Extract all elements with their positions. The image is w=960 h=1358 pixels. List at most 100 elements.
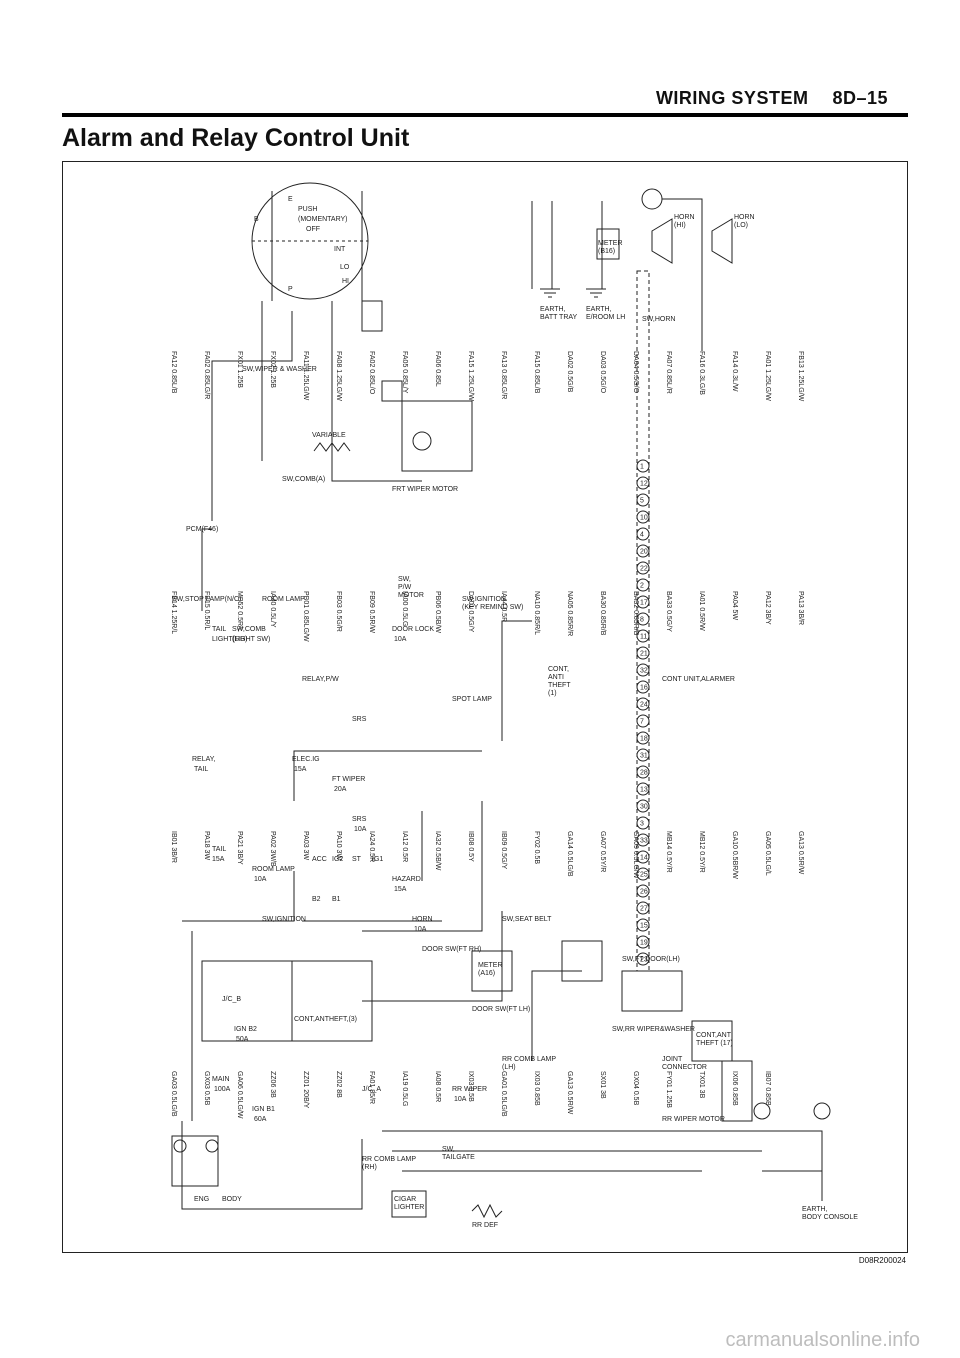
alarm-pin (636, 612, 650, 626)
wire-label: IB08 0.5Y (467, 831, 474, 862)
alarm-pin (636, 680, 650, 694)
label-horn-fuse-amp: 10A (414, 926, 427, 933)
alarm-pin-label: 17 (640, 600, 648, 607)
alarm-pin (636, 867, 650, 881)
label-joint-connector: JOINT (662, 1056, 683, 1063)
alarm-pin (636, 544, 650, 558)
label-meter-a16: METER (478, 962, 503, 969)
alarm-pin-label: 31 (640, 753, 648, 760)
label-srs-fuse: SRS (352, 816, 367, 823)
label-tail-light-2: LIGHT(RH) (212, 636, 247, 643)
label-room-lamp-fuse-amp: 10A (254, 876, 267, 883)
label-door-sw-rh: DOOR SW(FT RH) (422, 946, 481, 953)
wire-label: FB03 0.5G/R (335, 591, 342, 632)
wire-label: PA04 5W (731, 591, 738, 620)
alarm-pin-label: 5 (640, 498, 644, 505)
wire-label: PB01 0.85LG/W (302, 591, 309, 642)
alarm-pin-label: 13 (640, 787, 648, 794)
alarm-pin-label: 23 (640, 957, 648, 964)
figure-reference: D08R200024 (858, 1256, 906, 1265)
wire-label: NA10 0.85R/L (533, 591, 540, 635)
wire-label: FA15 0.85L/B (533, 351, 540, 394)
label-hazard-amp: 15A (394, 886, 407, 893)
alarm-pin-label: 19 (640, 940, 648, 947)
alarm-pin (636, 901, 650, 915)
header-rule (62, 113, 908, 117)
label-jc-a: J/C_A (362, 1086, 381, 1093)
alarm-pin-label: 27 (640, 906, 648, 913)
label-cont-anti-theft-17: CONT,ANTI (696, 1032, 733, 1039)
alarm-pin-label: 8 (640, 617, 644, 624)
label-ign-ig1: IG1 (372, 856, 383, 863)
label-sw-ft-door-lh: SW,FT DOOR(LH) (622, 956, 680, 963)
label-door-lock-fuse-amp: 10A (394, 636, 407, 643)
wire-label: FA06 0.85L (434, 351, 441, 387)
label-earth-body: EARTH, (802, 1206, 828, 1213)
label-earth-body-2: BODY CONSOLE (802, 1214, 858, 1221)
label-rr-comb-lamp-rh: RR COMB LAMP (362, 1156, 416, 1163)
wire-label: FB14 1.25R/L (170, 591, 177, 634)
label-ign-acc: ACC (312, 856, 327, 863)
label-srs: SRS (352, 716, 367, 723)
wire-label: PA12 3B/Y (764, 591, 771, 625)
label-rr-def: RR DEF (472, 1222, 498, 1229)
wire-label: IA12 0.5R (401, 831, 408, 862)
alarm-pin (636, 714, 650, 728)
wiring-lines (171, 182, 831, 1219)
label-ign-b1: IGN B1 (252, 1106, 275, 1113)
wire-label: PA10 3W (335, 831, 342, 860)
alarm-pin-label: 28 (640, 770, 648, 777)
label-srs-fuse-amp: 10A (354, 826, 367, 833)
alarm-pin (636, 935, 650, 949)
label-horn-fuse: HORN (412, 916, 433, 923)
label-horn-lo-2: (LO) (734, 222, 748, 229)
alarm-pin (636, 816, 650, 830)
alarm-pin-label: 10 (640, 515, 648, 522)
alarm-pin-label: 33 (640, 838, 648, 845)
label-rr-comb-lamp-lh-2: (LH) (502, 1064, 516, 1071)
wire-label: ZZ01 20B/Y (302, 1071, 309, 1109)
label-earth-batt-2: BATT TRAY (540, 314, 578, 321)
alarm-pin-label: 4 (640, 532, 644, 539)
label-rr-comb-lamp-rh-2: (RH) (362, 1164, 377, 1171)
alarm-pin (636, 510, 650, 524)
alarm-pin-label: 1 (640, 464, 644, 471)
wire-label: FA14 0.3L/W (731, 351, 738, 392)
wire-label: FA02 0.85LG/R (203, 351, 210, 399)
alarm-pin-label: 24 (640, 702, 648, 709)
wire-label: IX03 0.5B (467, 1071, 474, 1102)
label-main-fuse: MAIN (212, 1076, 230, 1083)
label-sw-tailgate: SW, (442, 1146, 455, 1153)
wire-label: NA05 0.85R/R (566, 591, 573, 636)
label-earth-engroom: EARTH, (586, 306, 612, 313)
alarm-pin (636, 918, 650, 932)
wire-label: MB52 0.5R/L (236, 591, 243, 632)
wire-label: FX01 1.25B (236, 351, 243, 388)
label-meter-b16-2: (B16) (598, 248, 615, 255)
wire-label: SX01 3B (599, 1071, 606, 1099)
label-ft-wiper-fuse: FT WIPER (332, 776, 365, 783)
label-cont-antitheft-3: CONT,ANTHEFT,(3) (294, 1016, 357, 1023)
label-joint-connector-2: CONNECTOR (662, 1064, 707, 1071)
alarm-pin (636, 663, 650, 677)
wire-label: IA08 0.5R (434, 1071, 441, 1102)
alarm-pin-label: 26 (640, 889, 648, 896)
label-main-fuse-amp: 100A (214, 1086, 231, 1093)
label-wiper-pos-b: B (254, 216, 259, 223)
wire-label: GA10 0.5BR/W (731, 831, 738, 879)
alarm-pin (636, 884, 650, 898)
wire-label: GA05 0.5LG/L (764, 831, 771, 876)
label-horn-hi: HORN (674, 214, 695, 221)
label-sw-ignition-key-2: (KEY REMIND SW) (462, 604, 523, 611)
wire-label: IB07 0.85B (764, 1071, 771, 1106)
wire-label: GA01 0.5LG/B (500, 1071, 507, 1117)
label-sw-stop-lamp: SW,STOP LAMP(N/C) (172, 596, 241, 603)
alarm-pin (636, 833, 650, 847)
wire-label: DA02 0.5G/B (566, 351, 573, 393)
label-cont-anti-theft-2: ANTI (548, 674, 564, 681)
wiring-diagram: 1125104202221781121321624718312813303331… (170, 182, 858, 1229)
alarm-pin-label: 3 (640, 821, 644, 828)
alarm-pin (636, 952, 650, 966)
label-relay-tail-2: TAIL (194, 766, 208, 773)
